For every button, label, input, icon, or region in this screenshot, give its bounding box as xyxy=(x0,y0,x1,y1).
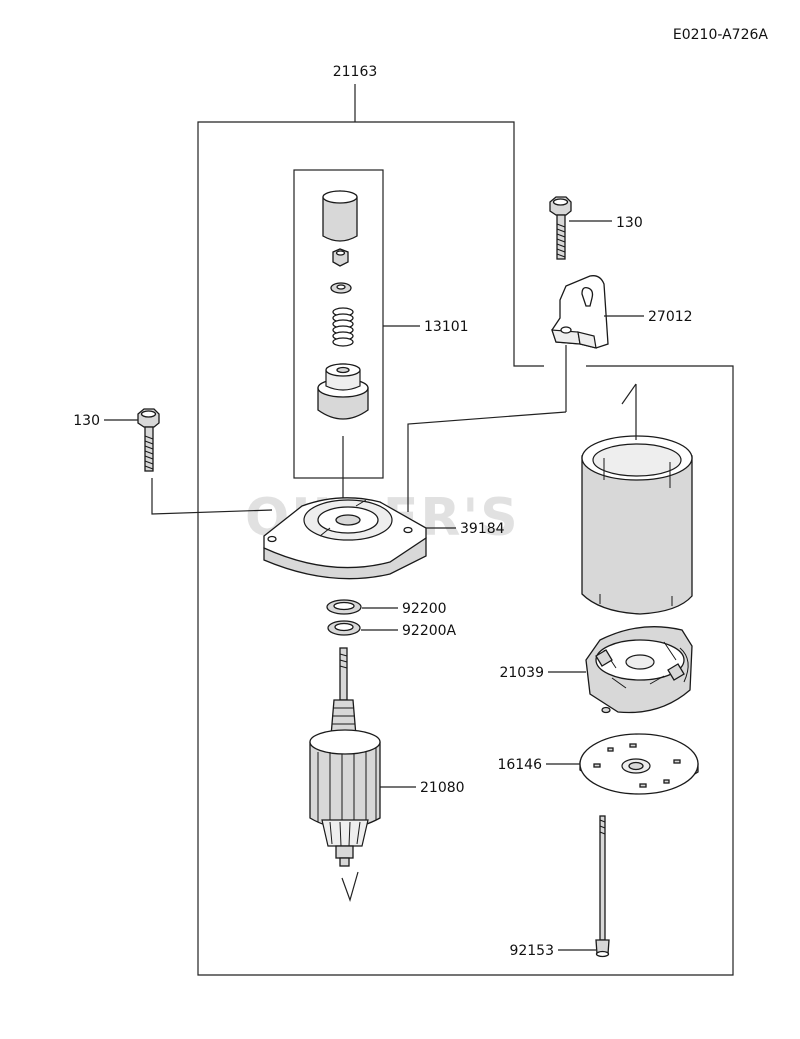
callout-bracket: 27012 xyxy=(648,309,693,325)
assembly-frame xyxy=(197,84,734,976)
pinion-nut xyxy=(332,248,349,267)
front-cover xyxy=(263,497,427,580)
end-plate xyxy=(579,733,699,795)
callout-washer: 92200 xyxy=(402,601,447,617)
washer-a xyxy=(327,620,361,636)
bolt-upper xyxy=(549,196,572,260)
pinion-kit-frame xyxy=(293,169,384,479)
callout-labels: 21163 130 27012 13101 130 39184 92200 92… xyxy=(73,64,692,959)
leader-lines xyxy=(104,220,644,951)
pinion-cap xyxy=(322,190,358,242)
pinion-gear xyxy=(317,363,369,420)
pinion-washer xyxy=(330,282,352,294)
brush-holder xyxy=(585,626,693,714)
callout-assembly: 21163 xyxy=(333,64,378,80)
armature xyxy=(309,647,381,867)
yoke-housing xyxy=(581,435,693,615)
callout-bolt-left: 130 xyxy=(73,413,100,429)
pinion-spring xyxy=(332,307,354,347)
callout-through-bolt: 92153 xyxy=(509,943,554,959)
diagram-code: E0210-A726A xyxy=(673,27,769,43)
callout-brush-holder: 21039 xyxy=(499,665,544,681)
callout-end-plate: 16146 xyxy=(497,757,542,773)
through-bolt xyxy=(595,815,610,958)
bolt-left xyxy=(137,408,160,472)
callout-washer-a: 92200A xyxy=(402,623,457,639)
callout-bolt-upper: 130 xyxy=(616,215,643,231)
washer xyxy=(326,599,362,615)
bracket xyxy=(551,275,609,349)
callout-armature: 21080 xyxy=(420,780,465,796)
callout-front-cover: 39184 xyxy=(460,521,505,537)
callout-pinion-kit: 13101 xyxy=(424,319,469,335)
